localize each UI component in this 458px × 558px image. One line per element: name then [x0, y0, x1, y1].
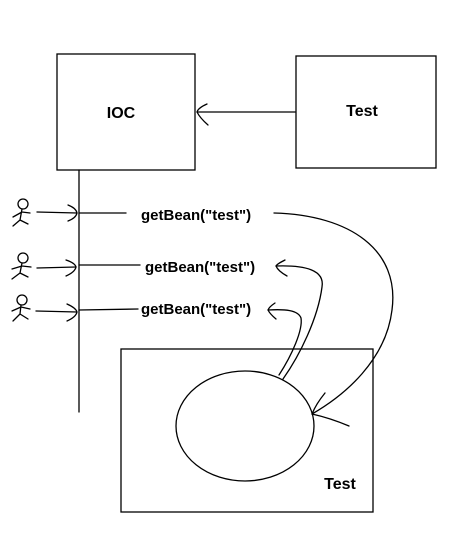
- user-icon: [12, 198, 31, 227]
- get-bean-label: getBean("test"): [141, 207, 251, 224]
- register-arrow: [196, 103, 296, 126]
- container-box-label: Test: [324, 476, 356, 493]
- test-box: Test: [295, 55, 437, 169]
- bean-instance-circle: [175, 370, 315, 482]
- request-arrow: [35, 303, 78, 322]
- get-bean-label: getBean("test"): [141, 301, 251, 318]
- user-icon: [11, 252, 32, 280]
- request-arrow: [36, 204, 78, 222]
- request-arrow: [36, 259, 77, 277]
- container-box: Test: [120, 348, 374, 513]
- bean-reference-curve: [273, 212, 394, 427]
- bean-return-curve: [267, 302, 302, 376]
- test-box-label: Test: [346, 103, 378, 120]
- request-line: [78, 308, 139, 311]
- get-bean-label: getBean("test"): [145, 259, 255, 276]
- user-icon: [11, 294, 31, 322]
- ioc-label: IOC: [107, 105, 136, 122]
- ioc-box: IOC: [56, 53, 196, 171]
- bean-return-curve: [275, 259, 323, 380]
